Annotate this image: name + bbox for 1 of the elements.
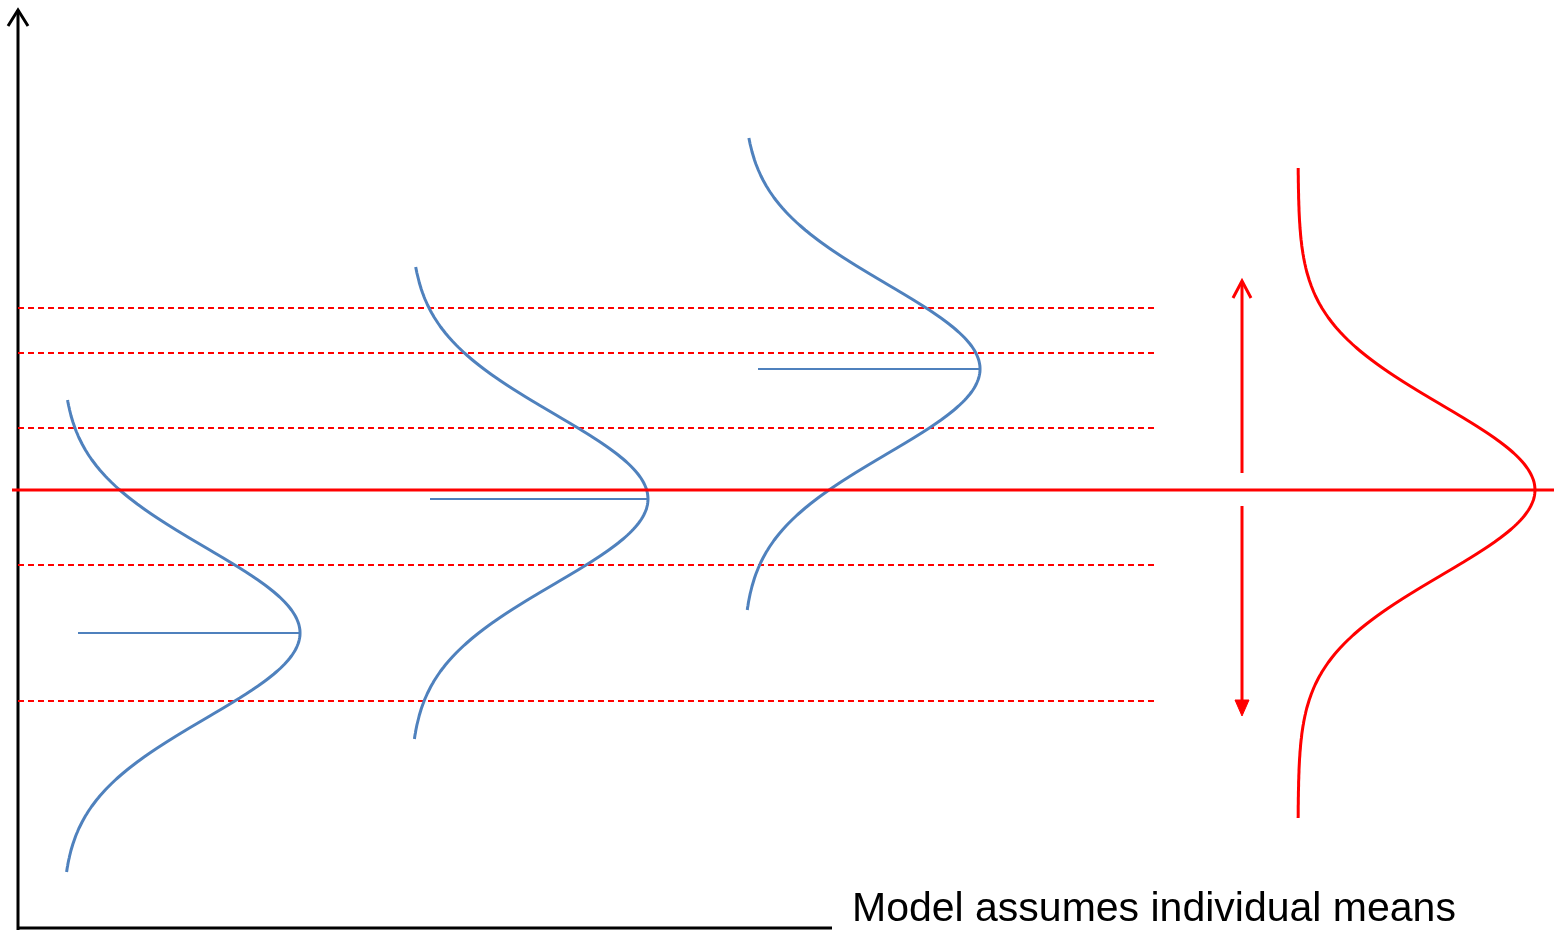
caption-text: Model assumes individual means: [852, 884, 1456, 930]
